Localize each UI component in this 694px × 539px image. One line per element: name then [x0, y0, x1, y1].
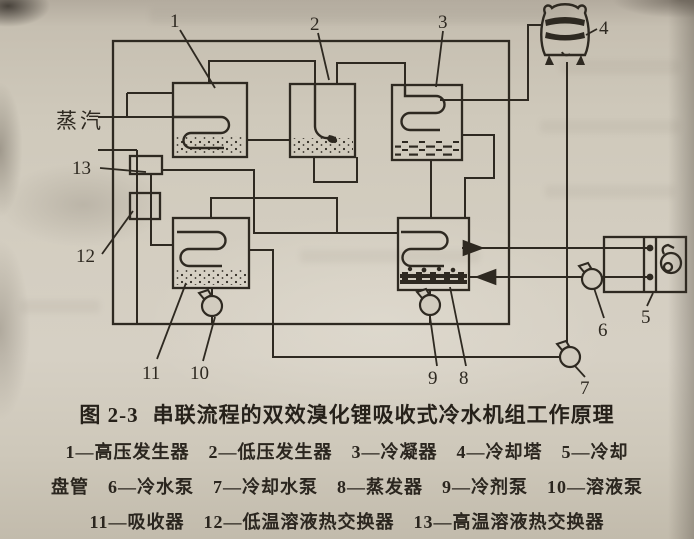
cooling-water-pump [555, 339, 582, 369]
leader-8 [449, 286, 467, 367]
callout-5: 5 [641, 307, 651, 328]
tower-legs [545, 55, 585, 65]
leader-6 [593, 287, 605, 319]
pipe-mid-solution [162, 169, 398, 234]
pipe-absorber-coil-in [249, 249, 274, 324]
callout-2: 2 [310, 14, 320, 35]
tower-drip [561, 51, 571, 57]
pipe-solution-left-b [150, 173, 173, 246]
figure-caption: 图 2-3 串联流程的双效溴化锂吸收式冷水机组工作原理 [0, 399, 694, 429]
callout-3: 3 [438, 12, 448, 33]
lp-generator-pipe-tip [327, 135, 338, 143]
leader-12 [101, 210, 134, 255]
leader-2 [317, 32, 330, 81]
callout-9: 9 [428, 368, 438, 389]
flow-arrows [462, 239, 497, 286]
leader-9 [429, 316, 438, 367]
pipe-condensate-loop [462, 134, 495, 218]
absorption-chiller-schematic: 1 2 3 4 5 6 7 8 9 10 11 12 13 蒸汽 [56, 3, 688, 399]
chilled-water-pump [577, 261, 604, 291]
hp-generator-steam-coil [173, 115, 231, 150]
condenser-vessel [390, 83, 464, 162]
callout-11: 11 [142, 363, 160, 384]
pipe-to-tower [440, 24, 541, 101]
pipe-under-lp-gen [313, 157, 358, 183]
bleedthrough-text [560, 60, 680, 74]
fan-coil-unit [602, 235, 688, 294]
figure-caption-block: 图 2-3 串联流程的双效溴化锂吸收式冷水机组工作原理 1—高压发生器 2—低压发… [0, 399, 694, 534]
fan-volute [659, 251, 683, 275]
leader-7 [574, 365, 586, 378]
absorber-coil [177, 230, 227, 268]
callout-labels: 1 2 3 4 5 6 7 8 9 10 11 12 13 蒸汽 [56, 11, 651, 399]
callout-8: 8 [459, 368, 469, 389]
evaporator-sump-dashes [400, 272, 467, 284]
bleedthrough-text [545, 185, 675, 198]
lp-generator-heat-pipe [313, 84, 336, 140]
leader-1 [179, 29, 216, 89]
fan-coil-port-top [646, 244, 654, 252]
absorber-solution [176, 270, 246, 285]
pipework [98, 24, 650, 358]
lp-generator-vessel [288, 82, 357, 159]
tower-band-bottom [545, 32, 585, 41]
hp-generator-vessel [171, 81, 249, 159]
bleedthrough-text [540, 120, 680, 133]
pipe-left-loop [126, 92, 173, 117]
callout-4: 4 [599, 18, 609, 39]
evaporator-vessel [396, 216, 471, 292]
machine-boundary [111, 39, 511, 326]
refrigerant-pump [415, 287, 442, 317]
callout-10: 10 [190, 363, 209, 384]
figure-number: 图 2-3 [79, 403, 139, 427]
figure-title: 串联流程的双效溴化锂吸收式冷水机组工作原理 [152, 403, 615, 427]
callout-7: 7 [580, 378, 590, 399]
ht-heat-exchanger [128, 154, 164, 176]
leader-3 [435, 30, 444, 88]
leader-5 [646, 292, 654, 307]
lt-heat-exchanger [128, 191, 162, 221]
absorber-vessel [171, 216, 251, 290]
legend-line-1: 1—高压发生器 2—低压发生器 3—冷凝器 4—冷却塔 5—冷却 [65, 442, 629, 462]
pipe-absorber-top [210, 197, 338, 233]
leader-11 [156, 282, 187, 360]
legend-line-2: 盘管 6—冷水泵 7—冷却水泵 8—蒸发器 9—冷剂泵 10—溶液泵 [51, 477, 643, 497]
tower-band-top [545, 17, 585, 26]
pipe-hp-vapor [208, 60, 316, 83]
condenser-coil [400, 85, 446, 132]
pipe-cooling-return [272, 324, 559, 358]
evaporator-coil [401, 230, 449, 268]
callout-1: 1 [170, 11, 180, 32]
hp-generator-solution [176, 136, 244, 154]
solution-pump [197, 288, 224, 318]
fan-coil-port-bottom [646, 273, 654, 281]
callout-12: 12 [76, 246, 95, 267]
callout-6: 6 [598, 320, 608, 341]
cooling-tower [540, 3, 590, 65]
fan-hub [662, 261, 674, 273]
fan-tail [661, 243, 675, 255]
callout-13: 13 [72, 158, 91, 179]
bleedthrough-text [150, 8, 570, 24]
bleedthrough-text [300, 250, 480, 263]
pipe-lp-vapor [336, 62, 406, 85]
condenser-liquid [395, 141, 459, 157]
leader-10 [202, 316, 216, 362]
leader-13 [99, 167, 147, 173]
legend-line-3: 11—吸收器 12—低温溶液热交换器 13—高温溶液热交换器 [89, 512, 605, 532]
callout-leaders [99, 28, 654, 378]
steam-label: 蒸汽 [56, 109, 104, 133]
evaporator-droplets [407, 266, 456, 273]
leader-4 [585, 28, 598, 36]
bleedthrough-text [20, 300, 100, 313]
lp-generator-solution [292, 138, 353, 154]
